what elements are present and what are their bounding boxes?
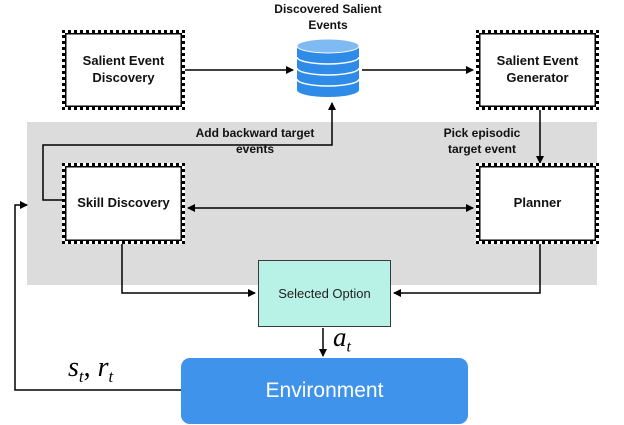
pick-episodic-event-label: Pick episodic target event [443,126,521,156]
database-icon [296,38,360,97]
salient-event-discovery-box[interactable]: Salient Event Discovery [62,30,185,110]
action-label: at [333,322,351,356]
salient-event-generator-box[interactable]: Salient Event Generator [476,30,599,110]
arrow-planner-to-option [393,244,541,297]
arrow-skill-to-option [121,244,256,297]
database-label: Discovered Salient Events [274,2,382,32]
selected-option-box[interactable]: Selected Option [258,260,391,327]
arrow-skill-to-database [42,102,336,201]
environment-box[interactable]: Environment [181,358,468,424]
arrow-environment-feedback [14,201,181,391]
state-reward-label: st, rt [68,352,114,386]
add-backward-events-label: Add backward target events [195,126,315,156]
skill-discovery-box[interactable]: Skill Discovery [62,163,185,244]
planner-box[interactable]: Planner [476,163,599,244]
